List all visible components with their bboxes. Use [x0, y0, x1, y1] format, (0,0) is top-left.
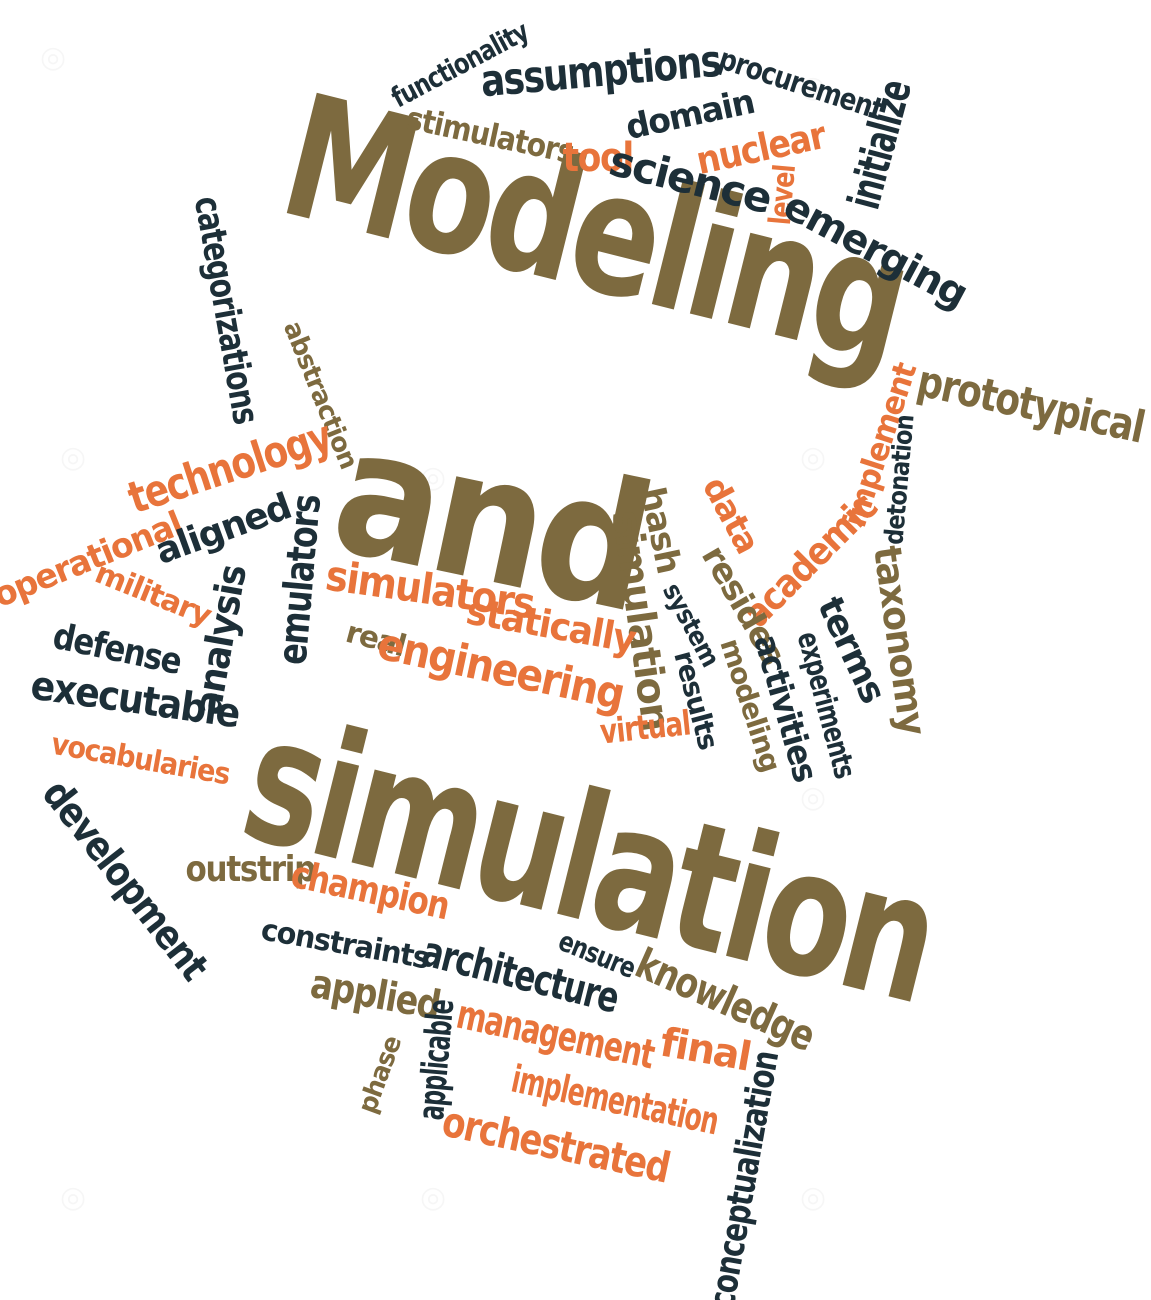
- watermark: ◎: [800, 1180, 826, 1215]
- word-cloud-word: tool: [562, 135, 634, 181]
- word-cloud-word: outstrip: [184, 849, 316, 890]
- word-cloud-word: phase: [352, 1032, 408, 1118]
- word-cloud-word: virtual: [598, 703, 692, 753]
- word-cloud-word: taxonomy: [864, 542, 935, 738]
- word-cloud-word: conceptualization: [701, 1048, 788, 1300]
- watermark: ◎: [60, 1180, 86, 1215]
- watermark: ◎: [800, 440, 826, 475]
- word-cloud-word: categorizations: [185, 193, 266, 427]
- watermark: ◎: [60, 440, 86, 475]
- word-cloud-word: military: [89, 555, 216, 634]
- watermark: ◎: [420, 1180, 446, 1215]
- watermark: ◎: [40, 40, 66, 75]
- word-cloud-word: prototypical: [912, 355, 1148, 454]
